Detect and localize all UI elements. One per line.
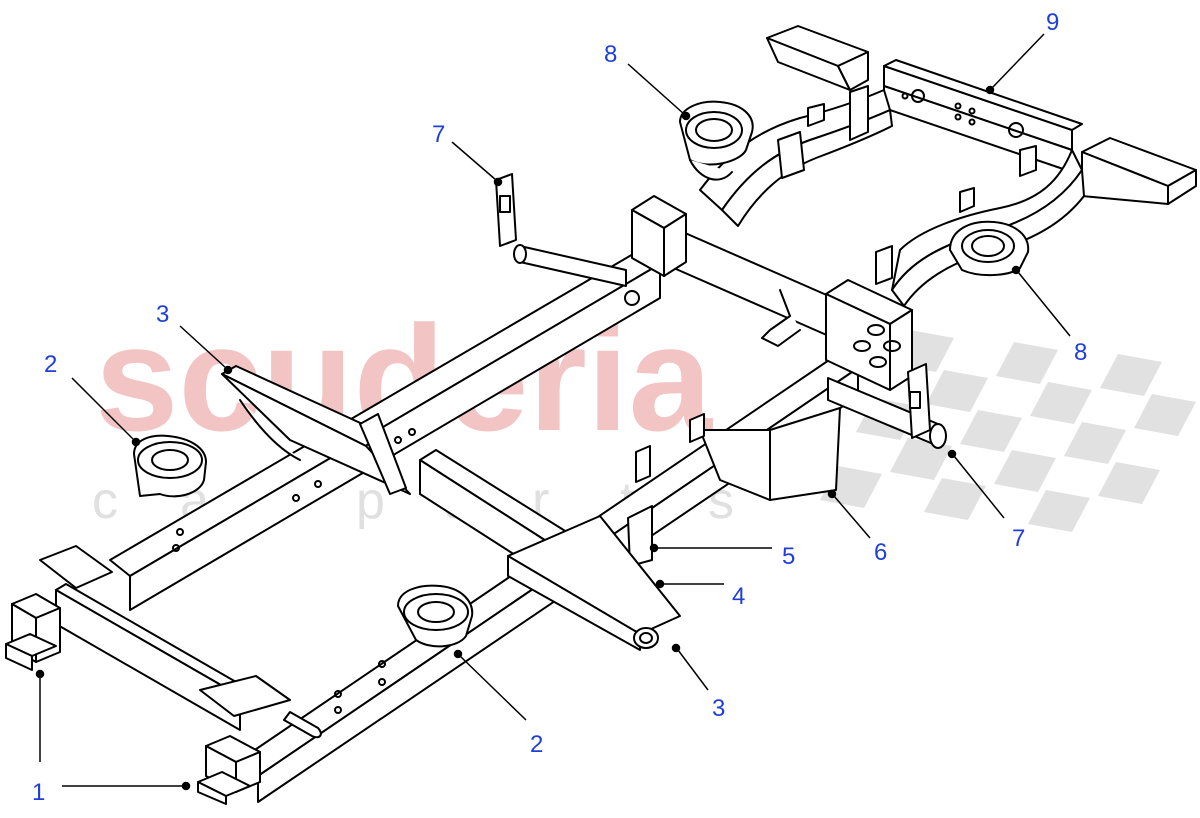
callout-9: 9 [1046,9,1059,36]
left-front-spring-turret [133,434,207,498]
callout-6: 6 [874,539,887,566]
callout-1-front-left: 1 [32,779,45,806]
checker-square [1064,422,1126,464]
checker-square [994,450,1056,492]
callout-2-left: 2 [44,351,57,378]
rear-right-upright [825,279,913,391]
rear-cross-member [883,59,1083,173]
leader-lines [35,33,1071,791]
checker-square [1028,490,1090,532]
callout-2-right: 2 [530,731,543,758]
front-right-bumper-block [197,711,322,805]
checker-square [996,342,1058,384]
callout-5: 5 [782,543,795,570]
checker-square [926,370,988,412]
callout-numbers: 1 1 2 2 3 3 4 5 6 7 7 8 8 9 [32,9,1087,806]
callout-3-right: 3 [712,695,725,722]
watermark-sub-letter: c [92,472,118,530]
checker-square [1100,354,1162,396]
checker-square [960,410,1022,452]
checker-square [924,478,986,520]
callout-4: 4 [732,583,745,610]
rear-left-spring-turret [679,100,754,181]
right-front-spring-turret [397,584,474,648]
rear-right-bumper-mount [1081,137,1197,205]
right-front-suspension-arm [507,515,681,651]
checker-square [1134,394,1196,436]
rear-right-spring-turret [949,220,1030,276]
centre-transmission-bracket [627,407,841,567]
left-rear-suspension-arm [221,365,411,495]
front-crossmember [55,583,291,731]
rear-left-upright [631,195,687,277]
callout-8-right: 8 [1074,339,1087,366]
checker-square [1030,382,1092,424]
callout-3-left: 3 [156,301,169,328]
rear-left-rail [699,85,893,227]
callout-8-left: 8 [604,41,617,68]
checker-square [1098,462,1160,504]
rear-left-bumper-mount [766,25,869,91]
front-left-bumper-block [5,545,113,671]
callout-7-right: 7 [1012,525,1025,552]
rear-right-outrigger-tube [827,363,947,449]
callout-7-left: 7 [432,121,445,148]
chassis-frame [5,25,1197,805]
watermark-sub-letter: p [356,472,385,530]
rear-left-outrigger-tube [495,173,627,287]
